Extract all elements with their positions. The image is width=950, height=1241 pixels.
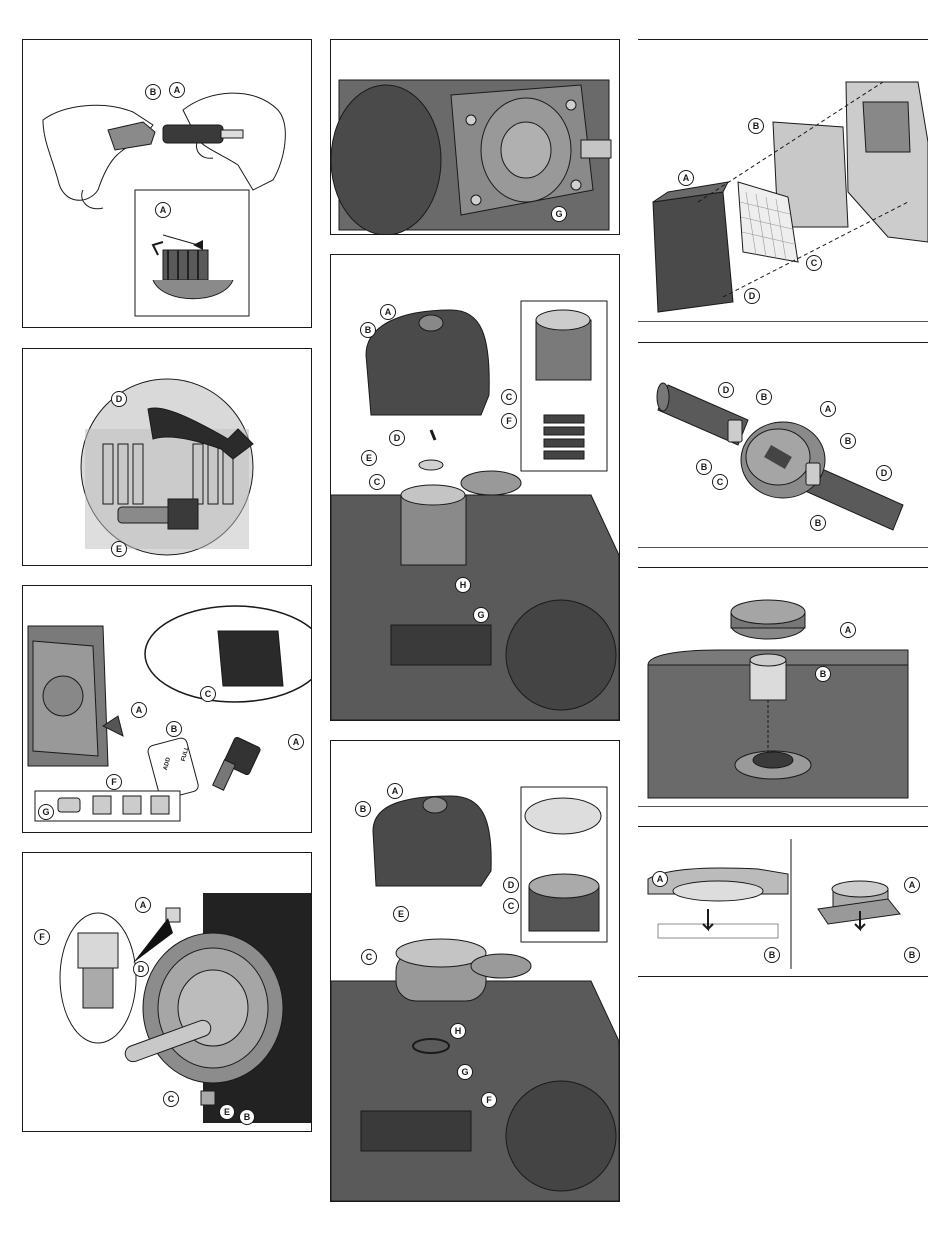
section-rule — [638, 826, 928, 827]
callout-label: F — [481, 1092, 497, 1108]
callout-label: A — [652, 871, 668, 887]
callout-label: C — [712, 474, 728, 490]
callout-label: C — [501, 389, 517, 405]
inline-filter-illustration — [638, 345, 928, 545]
callout-label: A — [387, 783, 403, 799]
callout-label: B — [239, 1109, 255, 1125]
section-rule — [638, 39, 928, 40]
callout-label: D — [876, 465, 892, 481]
panel-filter-figure: B A C D — [638, 42, 928, 318]
callout-label: E — [111, 541, 127, 557]
air-cleaner-paper-figure: A B D C E C H G F — [330, 740, 620, 1202]
callout-label: B — [904, 947, 920, 963]
callout-label: B — [840, 433, 856, 449]
air-cleaner-paper-illustration — [331, 741, 619, 1201]
callout-label: A — [820, 401, 836, 417]
callout-label: B — [748, 118, 764, 134]
callout-label: B — [815, 666, 831, 682]
strainer-cross-section-figure: A B A B — [638, 829, 928, 973]
callout-label: B — [764, 947, 780, 963]
callout-label: A — [135, 897, 151, 913]
callout-label: B — [696, 459, 712, 475]
strainer-cross-section-illustration — [638, 829, 928, 973]
callout-label: E — [393, 906, 409, 922]
gear-reduction-illustration — [23, 853, 311, 1131]
callout-label: G — [473, 607, 489, 623]
callout-label: E — [361, 450, 377, 466]
callout-label: B — [756, 389, 772, 405]
callout-label: F — [34, 929, 50, 945]
section-rule — [638, 976, 928, 977]
callout-label: C — [806, 255, 822, 271]
section-rule — [638, 567, 928, 568]
callout-label: A — [904, 877, 920, 893]
callout-label: E — [219, 1104, 235, 1120]
spark-plug-gap-illustration — [23, 40, 311, 327]
callout-label: B — [360, 322, 376, 338]
callout-label: H — [455, 577, 471, 593]
callout-label: A — [380, 304, 396, 320]
callout-label: D — [744, 288, 760, 304]
callout-label: B — [145, 84, 161, 100]
callout-label: D — [389, 430, 405, 446]
engine-gear-illustration — [331, 40, 619, 234]
gear-reduction-figure: A F D C E B — [22, 852, 312, 1132]
callout-label: A — [288, 734, 304, 750]
callout-label: H — [450, 1023, 466, 1039]
callout-label: D — [718, 382, 734, 398]
callout-label: C — [369, 474, 385, 490]
inline-filter-figure: D B A B B C D B — [638, 345, 928, 545]
callout-label: D — [111, 391, 127, 407]
air-cleaner-foam-figure: A B C F D E C H G — [330, 254, 620, 721]
callout-label: D — [133, 961, 149, 977]
callout-label: C — [361, 949, 377, 965]
section-rule — [638, 342, 928, 343]
oil-fill-illustration — [23, 586, 311, 832]
callout-label: C — [200, 686, 216, 702]
callout-label: B — [166, 721, 182, 737]
callout-label: A — [169, 82, 185, 98]
callout-label: F — [106, 774, 122, 790]
oil-fill-figure: FULL ADD A B A C F G — [22, 585, 312, 833]
spark-plug-gap-figure: B A A — [22, 39, 312, 328]
callout-label: D — [503, 877, 519, 893]
callout-label: F — [501, 413, 517, 429]
section-rule — [638, 321, 928, 322]
callout-label: G — [38, 804, 54, 820]
callout-label: A — [840, 622, 856, 638]
callout-label: C — [503, 898, 519, 914]
callout-label: A — [155, 202, 171, 218]
callout-label: A — [678, 170, 694, 186]
engine-gear-figure: G — [330, 39, 620, 235]
callout-label: B — [810, 515, 826, 531]
spark-plug-wire-illustration — [23, 349, 311, 565]
callout-label: B — [355, 801, 371, 817]
section-rule — [638, 806, 928, 807]
callout-label: C — [163, 1091, 179, 1107]
callout-label: A — [131, 702, 147, 718]
callout-label: G — [457, 1064, 473, 1080]
spark-plug-wire-figure: D E — [22, 348, 312, 566]
fuel-strainer-illustration — [638, 570, 928, 802]
callout-label: G — [551, 206, 567, 222]
fuel-strainer-figure: A B — [638, 570, 928, 802]
section-rule — [638, 547, 928, 548]
